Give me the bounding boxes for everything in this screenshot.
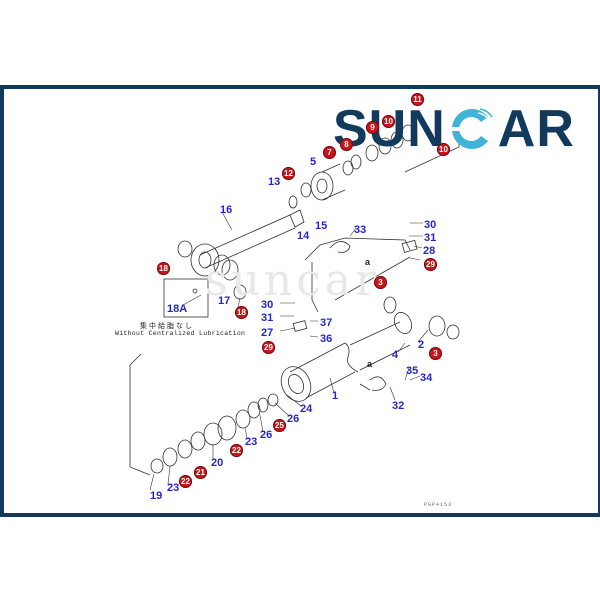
part-label-l23b: 23	[245, 436, 258, 448]
part-label-l31b: 31	[261, 312, 274, 324]
part-badge-b10a: 10	[382, 115, 395, 128]
detail-box-18a	[163, 278, 209, 318]
part-label-l1: 1	[332, 390, 339, 402]
diagram-frame	[0, 85, 600, 517]
part-badge-b21: 21	[194, 466, 207, 479]
part-badge-b22b: 22	[230, 444, 243, 457]
part-badge-b9: 9	[366, 121, 379, 134]
part-label-l31a: 31	[424, 232, 437, 244]
part-label-l35: 35	[406, 365, 419, 377]
part-label-l18A: 18A	[167, 303, 188, 315]
part-badge-b18a: 18	[157, 262, 170, 275]
part-label-l4: 4	[392, 349, 399, 361]
marker-a1: a	[365, 257, 371, 267]
part-badge-b12: 12	[282, 167, 295, 180]
part-label-l26a: 26	[287, 413, 300, 425]
part-label-l26b: 26	[260, 429, 273, 441]
part-label-l30b: 30	[261, 299, 274, 311]
part-label-l37: 37	[320, 317, 333, 329]
part-badge-b18b: 18	[235, 306, 248, 319]
part-label-l24: 24	[300, 403, 313, 415]
part-label-l23a: 23	[167, 482, 180, 494]
part-label-l19: 19	[150, 490, 163, 502]
watermark-text: suncar	[205, 255, 381, 306]
note-english: Without Centralized Lubrication	[115, 330, 246, 337]
part-badge-b3a: 3	[374, 276, 387, 289]
part-label-l34: 34	[420, 372, 433, 384]
part-badge-b29b: 29	[262, 341, 275, 354]
marker-a2: a	[367, 359, 373, 369]
part-label-l2: 2	[418, 339, 425, 351]
part-label-l14: 14	[297, 230, 310, 242]
part-badge-b10b: 10	[437, 143, 450, 156]
part-label-l15: 15	[315, 220, 328, 232]
suncar-logo: SUN AR	[333, 102, 575, 156]
part-badge-b22a: 22	[179, 475, 192, 488]
part-badge-b8: 8	[340, 138, 353, 151]
part-label-l32: 32	[392, 400, 405, 412]
bracket-line-left	[129, 353, 151, 476]
part-label-l36: 36	[320, 333, 333, 345]
part-label-l27: 27	[261, 327, 274, 339]
logo-c-signal-icon	[451, 108, 493, 149]
part-label-l28: 28	[423, 245, 436, 257]
part-badge-b3b: 3	[429, 347, 442, 360]
part-label-l17: 17	[218, 295, 231, 307]
part-label-l5: 5	[310, 156, 317, 168]
part-badge-b25: 25	[273, 419, 286, 432]
part-label-l13: 13	[268, 176, 281, 188]
logo-text-ar: AR	[497, 100, 575, 158]
part-badge-b29a: 29	[424, 258, 437, 271]
part-badge-b11: 11	[411, 93, 424, 106]
part-badge-b7: 7	[323, 146, 336, 159]
part-label-l30a: 30	[424, 219, 437, 231]
part-label-l20: 20	[211, 457, 224, 469]
note-japanese: 集中給脂なし	[140, 323, 194, 330]
part-label-l16: 16	[220, 204, 233, 216]
figure-code: PGP4153	[424, 502, 453, 508]
part-label-l33: 33	[354, 224, 367, 236]
